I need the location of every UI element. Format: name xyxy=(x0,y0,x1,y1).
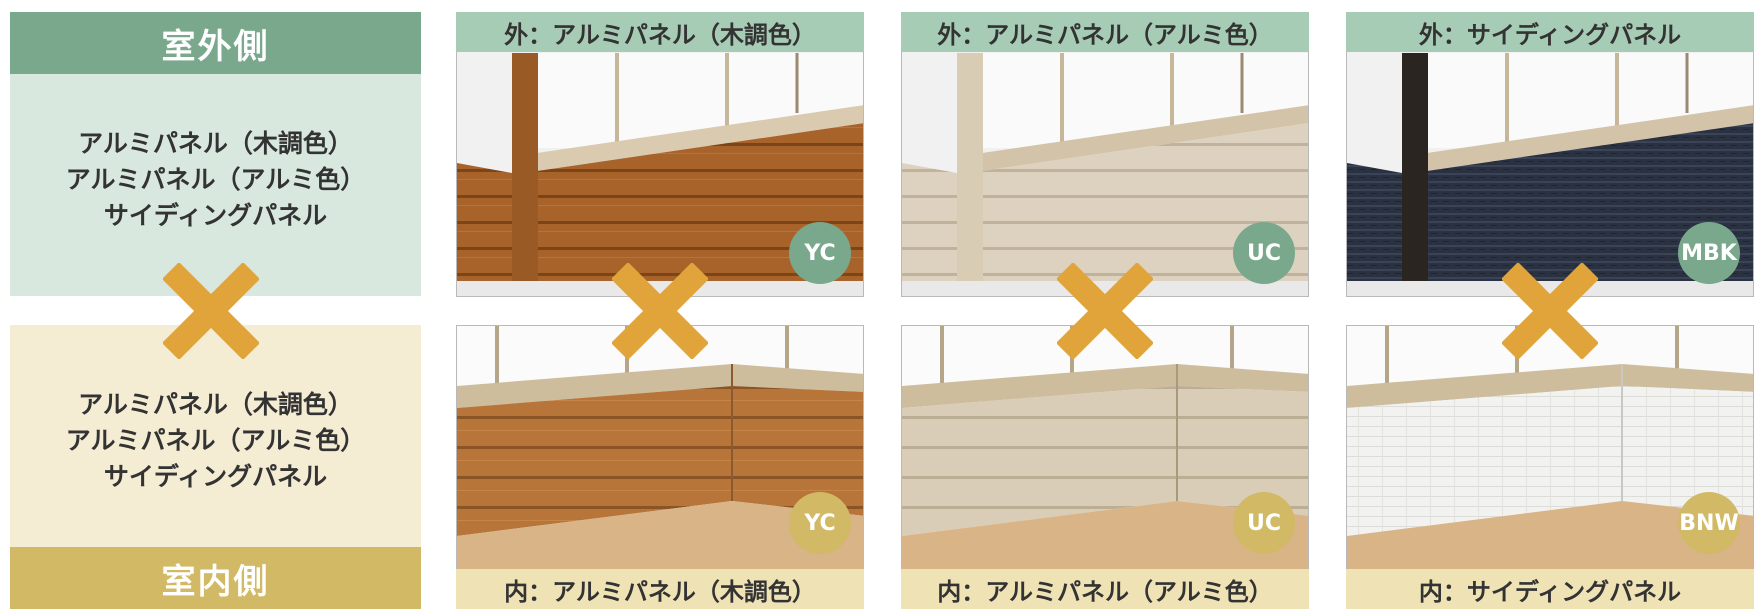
color-badge-uc: UC xyxy=(1233,492,1295,554)
inner-caption-text: 内：サイディングパネル xyxy=(1418,577,1682,606)
cross-icon xyxy=(1057,263,1153,359)
badge-label: MBK xyxy=(1681,240,1737,266)
outer-caption-wood: 外：アルミパネル（木調色） xyxy=(456,12,864,52)
badge-label: UC xyxy=(1246,240,1281,266)
inner-photo-wood xyxy=(456,325,864,609)
inner-photo-aluminum xyxy=(901,325,1309,609)
outer-caption-text: 外：アルミパネル（アルミ色） xyxy=(937,20,1273,49)
color-badge-yc: YC xyxy=(789,492,851,554)
outdoor-option: アルミパネル（木調色） xyxy=(78,129,353,158)
badge-label: YC xyxy=(804,240,836,266)
indoor-option: サイディングパネル xyxy=(103,462,328,491)
indoor-header-label: 室内側 xyxy=(161,561,270,602)
badge-label: BNW xyxy=(1679,510,1739,536)
outdoor-header-label: 室外側 xyxy=(161,26,270,67)
outdoor-option: アルミパネル（アルミ色） xyxy=(65,165,366,194)
inner-caption-text: 内：アルミパネル（アルミ色） xyxy=(937,577,1273,606)
outer-caption-text: 外：アルミパネル（木調色） xyxy=(504,20,816,49)
inner-caption-aluminum: 内：アルミパネル（アルミ色） xyxy=(901,569,1309,609)
indoor-options: アルミパネル（木調色） アルミパネル（アルミ色） サイディングパネル xyxy=(10,325,421,547)
cross-icon xyxy=(163,263,259,359)
indoor-option: アルミパネル（木調色） xyxy=(78,390,353,419)
outdoor-option: サイディングパネル xyxy=(103,201,328,230)
outer-caption-aluminum: 外：アルミパネル（アルミ色） xyxy=(901,12,1309,52)
cross-icon xyxy=(612,263,708,359)
inner-caption-text: 内：アルミパネル（木調色） xyxy=(504,577,816,606)
outer-caption-siding: 外：サイディングパネル xyxy=(1346,12,1754,52)
badge-label: UC xyxy=(1246,510,1281,536)
outdoor-header: 室外側 xyxy=(10,12,421,74)
inner-caption-wood: 内：アルミパネル（木調色） xyxy=(456,569,864,609)
badge-label: YC xyxy=(804,510,836,536)
indoor-option: アルミパネル（アルミ色） xyxy=(65,426,366,455)
cross-icon xyxy=(1502,263,1598,359)
color-badge-yc: YC xyxy=(789,222,851,284)
indoor-header: 室内側 xyxy=(10,547,421,609)
color-badge-uc: UC xyxy=(1233,222,1295,284)
inner-photo-siding xyxy=(1346,325,1754,609)
color-badge-bnw: BNW xyxy=(1678,492,1740,554)
outer-caption-text: 外：サイディングパネル xyxy=(1418,20,1682,49)
inner-caption-siding: 内：サイディングパネル xyxy=(1346,569,1754,609)
color-badge-mbk: MBK xyxy=(1678,222,1740,284)
outer-photo-wood xyxy=(456,12,864,297)
outdoor-options: アルミパネル（木調色） アルミパネル（アルミ色） サイディングパネル xyxy=(10,74,421,296)
